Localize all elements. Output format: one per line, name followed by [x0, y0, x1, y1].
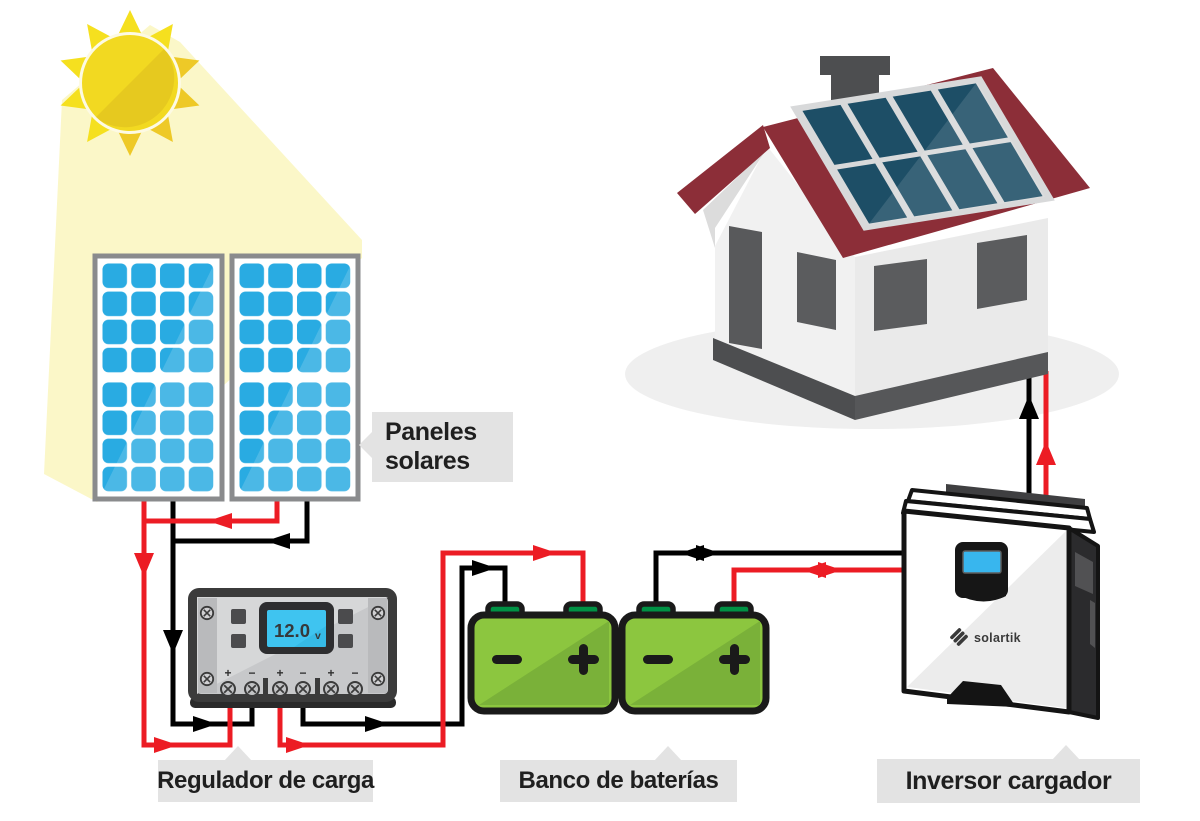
regulator-buttons	[231, 609, 353, 648]
battery-1	[471, 604, 615, 711]
roof-array-shine	[868, 81, 1045, 225]
pv1-positive-wire	[141, 498, 233, 748]
svg-text:−: −	[299, 666, 306, 680]
panel-shine	[240, 264, 351, 491]
label-regulador-de-carga: Regulador de carga	[157, 760, 374, 802]
panel-cells	[101, 262, 216, 375]
label-pointer-up-icon	[1052, 745, 1080, 760]
inverter-display-screen	[962, 550, 1002, 574]
label-inversor-cargador: Inversor cargador	[877, 759, 1140, 803]
arrow-right-icon	[193, 716, 217, 732]
label-banco-de-baterias: Banco de baterías	[500, 760, 737, 802]
panel-cells	[238, 262, 353, 375]
battery-2	[622, 604, 766, 711]
solar-panel-right	[229, 253, 361, 502]
inverter-top-cap	[946, 484, 1085, 507]
label-pointer-left-icon	[359, 432, 372, 458]
positive-wire-arrows	[134, 441, 1056, 753]
arrow-right-icon	[365, 716, 389, 732]
window-icon	[797, 252, 836, 330]
faceplate-strip-left	[198, 598, 217, 693]
arrow-left-icon	[208, 513, 232, 529]
panel-cells	[101, 381, 216, 494]
label-paneles-solares: Paneles solares	[372, 412, 513, 482]
arrow-up-icon	[1036, 441, 1056, 465]
inverter-display-chin	[957, 585, 1006, 602]
terminal-divider	[263, 678, 268, 701]
terminal-screws	[220, 681, 363, 697]
inverter-bottom-notch	[947, 681, 1016, 707]
arrow-right-icon	[696, 545, 720, 561]
roof-left-edge	[677, 125, 770, 214]
house-illustration	[677, 56, 1090, 420]
inverter-front-shine	[907, 531, 1066, 708]
sun-ring	[79, 32, 181, 134]
regulator-battery-positive-wire	[277, 550, 586, 748]
panel-cells	[238, 381, 353, 494]
positive-wires	[141, 371, 1049, 748]
battery-inverter-negative-wire	[653, 550, 906, 610]
inverter-charger: solartik	[901, 484, 1100, 720]
regulator-battery-negative-wire	[300, 565, 508, 727]
svg-text:−: −	[351, 666, 358, 680]
charge-regulator: 12.0 v + − + − + −	[188, 588, 397, 708]
side-panel-groove	[1090, 600, 1095, 648]
wall-shading	[703, 150, 766, 248]
roof-array-cells	[802, 83, 1043, 224]
arrow-right-icon	[533, 545, 557, 561]
door-icon	[729, 226, 762, 349]
house-base-side	[855, 352, 1048, 420]
pv2-positive-wire	[144, 498, 280, 524]
display-voltage-unit: v	[315, 630, 321, 642]
battery-inverter-positive-wire	[731, 567, 906, 610]
terminal-divider	[315, 678, 320, 701]
arrow-down-icon	[134, 553, 154, 577]
brand-logo-icon	[950, 628, 968, 646]
panel-shine	[103, 264, 214, 491]
brand-text: solartik	[974, 631, 1021, 645]
svg-text:−: −	[248, 666, 255, 680]
sun-icon	[60, 10, 200, 156]
svg-text:+: +	[327, 666, 334, 680]
label-line: Paneles	[385, 417, 477, 446]
negative-wire-arrows	[163, 395, 1039, 732]
house-base-front	[713, 338, 855, 420]
svg-text:+: +	[276, 666, 283, 680]
side-panel-inset	[1075, 552, 1093, 594]
arrow-right-icon	[154, 737, 178, 753]
svg-text:+: +	[224, 666, 231, 680]
roof-solar-array	[790, 76, 1055, 231]
terminal-labels: + − + − + −	[224, 666, 358, 680]
arrow-right-icon	[818, 562, 842, 578]
chimney	[820, 56, 890, 100]
pv2-negative-wire	[173, 498, 310, 544]
solar-panel-left	[92, 253, 225, 502]
screen-texture	[294, 626, 326, 647]
window-icon	[977, 235, 1027, 309]
faceplate-strip-right	[368, 598, 387, 693]
label-pointer-up-icon	[654, 746, 682, 761]
corner-screws	[199, 605, 386, 687]
sun-disc-shading	[95, 48, 175, 128]
arrow-up-icon	[1019, 395, 1039, 419]
window-icon	[874, 259, 927, 331]
label-line: solares	[385, 447, 470, 475]
arrow-down-icon	[163, 630, 183, 654]
arrow-right-icon	[286, 737, 310, 753]
arrow-left-icon	[266, 533, 290, 549]
display-voltage-value: 12.0	[274, 620, 310, 641]
arrow-right-icon	[472, 560, 496, 576]
label-pointer-up-icon	[224, 746, 252, 761]
